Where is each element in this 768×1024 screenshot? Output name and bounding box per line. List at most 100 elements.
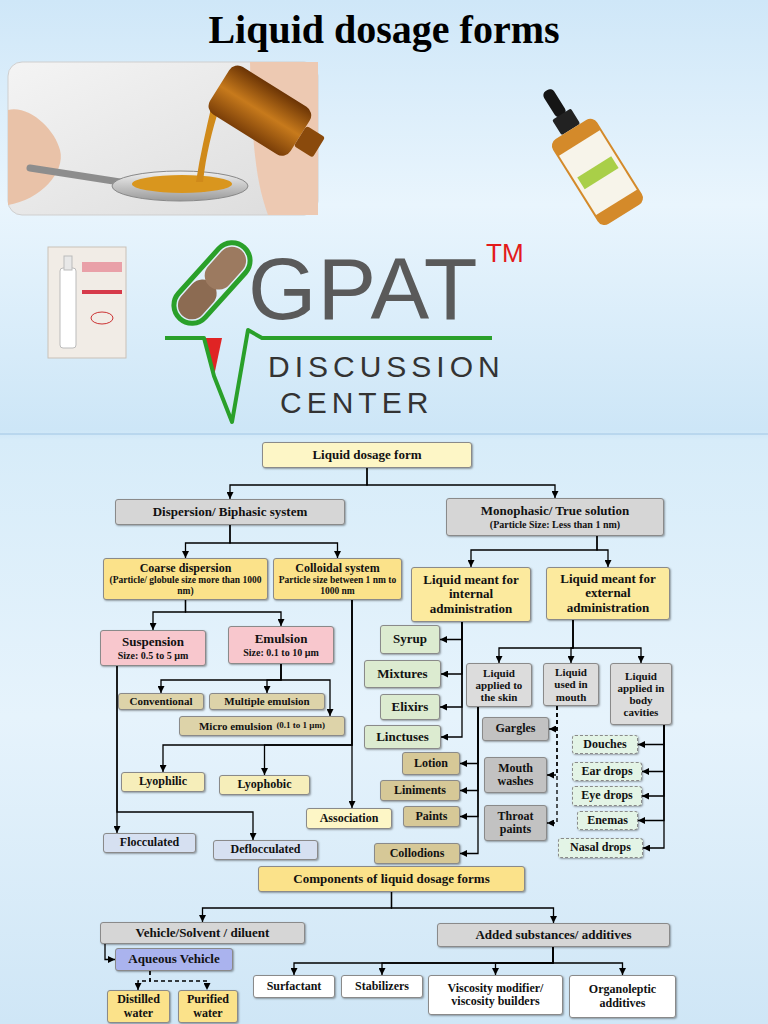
box-title: Conventional (130, 695, 193, 707)
box-title: Liquid dosage form (312, 448, 421, 462)
process-box: Purified water (178, 990, 238, 1023)
process-box: Vehicle/Solvent / diluent (100, 922, 305, 944)
process-box: Components of liquid dosage forms (258, 866, 525, 892)
process-box: Lyophobic (219, 775, 310, 795)
box-title: Emulsion (255, 632, 308, 646)
process-box: Gargles (482, 717, 549, 741)
process-box: Collodions (374, 843, 460, 864)
process-box: Association (306, 808, 392, 829)
connector (382, 947, 553, 975)
connector (471, 536, 597, 567)
eye-drop-pack (48, 247, 126, 358)
box-title: Components of liquid dosage forms (293, 872, 489, 886)
logo-text: CENTER (280, 386, 433, 420)
process-box: Eye drops (572, 786, 642, 806)
process-box: EmulsionSize: 0.1 to 10 µm (228, 626, 334, 664)
connector (186, 525, 231, 558)
box-title: Lyophobic (237, 778, 291, 791)
connector (441, 622, 462, 674)
box-title: Elixirs (392, 700, 429, 714)
box-title: Syrup (393, 632, 427, 646)
process-box: Douches (572, 735, 638, 754)
process-box: Added substances/ additives (437, 923, 670, 947)
box-title: Liquid applied in body cavities (614, 670, 668, 718)
box-title: Vehicle/Solvent / diluent (136, 926, 270, 940)
section-divider (0, 433, 768, 435)
dropper-bottle (524, 77, 645, 228)
eye-icon (91, 312, 113, 324)
connector (163, 600, 352, 772)
box-note: (0.1 to 1 µm) (276, 721, 325, 731)
connector (642, 725, 664, 772)
connector (573, 620, 641, 663)
box-note: Size: 0.5 to 5 µm (118, 650, 188, 661)
label-band (577, 156, 618, 189)
vial-tip (64, 256, 72, 270)
process-box: Deflocculated (213, 840, 318, 860)
connector (460, 707, 478, 854)
box-title: Suspension (122, 635, 184, 649)
box-title: Association (320, 812, 379, 825)
syrup-photo (8, 62, 334, 215)
connector (571, 620, 573, 663)
connector (230, 525, 338, 558)
box-title: Liquid meant for external administration (550, 572, 666, 615)
box-title: Gargles (496, 722, 536, 735)
pack-box (48, 247, 126, 358)
logo-text: GPAT (248, 238, 479, 340)
logo-mark (165, 235, 492, 422)
box-title: Colloidal system (295, 562, 379, 575)
photo-frame (8, 62, 318, 215)
process-box: Paints (403, 806, 460, 827)
amber-bottle (205, 62, 334, 171)
bottle-neck (294, 126, 325, 158)
box-title: Stabilizers (355, 980, 409, 993)
process-box: Viscosity modifier/ viscosity builders (428, 975, 563, 1015)
connector (186, 600, 282, 626)
box-title: Mouth washes (488, 762, 543, 788)
connector (150, 971, 207, 990)
box-title: Organoleptic additives (573, 983, 672, 1009)
capsule (167, 235, 258, 330)
box-title: Enemas (587, 814, 628, 827)
process-box: Lotion (402, 752, 460, 775)
pack-stripe (82, 290, 122, 294)
connector (597, 536, 608, 567)
connector (105, 944, 115, 960)
process-box: Mouth washes (484, 757, 547, 793)
bottle-body (549, 116, 646, 228)
pack-band (82, 262, 122, 272)
box-title: Liquid used in mouth (547, 666, 595, 702)
process-box: Ear drops (572, 762, 642, 781)
connector (638, 725, 664, 745)
connector (351, 600, 352, 808)
connector (392, 892, 554, 923)
process-box: Coarse dispersion(Particle/ globule size… (103, 558, 268, 600)
connector (499, 620, 573, 663)
dropper-vial (60, 268, 76, 348)
capsule-outline (167, 235, 258, 330)
process-box: Throat paints (484, 805, 547, 841)
process-box: SuspensionSize: 0.5 to 5 µm (100, 630, 206, 666)
connector (642, 725, 664, 796)
box-title: Nasal drops (570, 841, 631, 854)
process-box: Nasal drops (558, 838, 643, 858)
connector (440, 622, 462, 640)
box-note: Size: 0.1 to 10 µm (243, 647, 318, 658)
connector (441, 622, 462, 737)
process-box: Liquid meant for internal administration (411, 567, 531, 622)
connector (267, 664, 281, 693)
process-box: Syrup (380, 625, 440, 654)
box-title: Collodions (390, 847, 445, 860)
connector (643, 725, 664, 848)
box-title: Throat paints (488, 810, 543, 836)
process-box: Stabilizers (341, 975, 423, 998)
box-title: Added substances/ additives (475, 928, 631, 942)
box-title: Flocculated (120, 836, 179, 849)
connector (153, 600, 186, 630)
page-title: Liquid dosage forms (0, 6, 768, 53)
connector (460, 707, 478, 764)
box-title: Mixtures (377, 667, 427, 681)
connector (460, 707, 478, 817)
